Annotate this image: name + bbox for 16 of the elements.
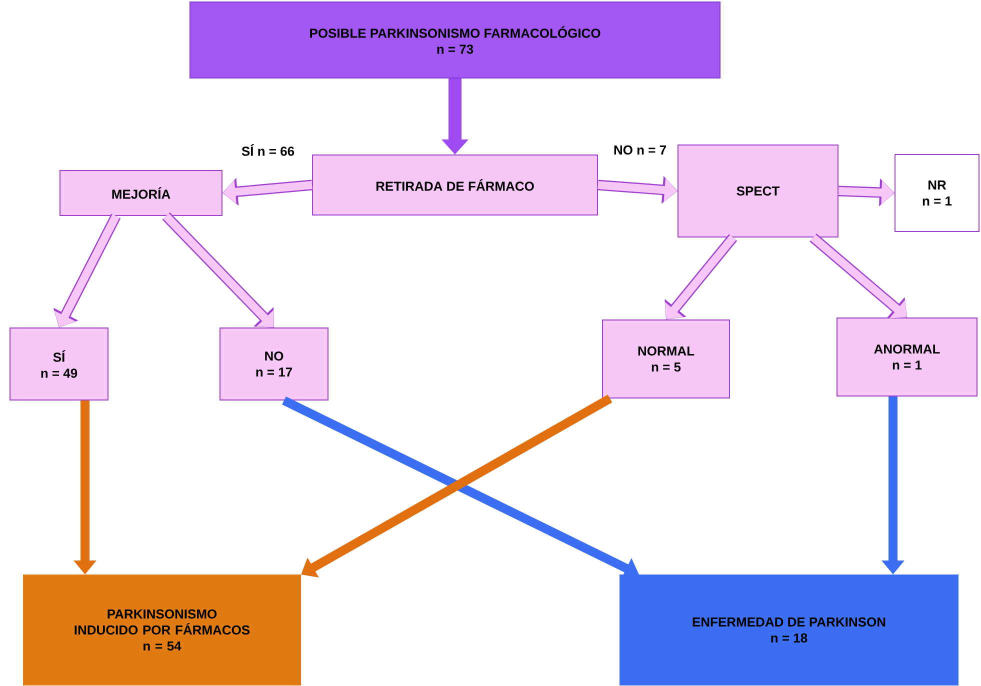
- process-box: POSIBLE PARKINSONISMO FARMACOLÓGICO n = 73: [190, 2, 720, 78]
- process-box: NO n = 17: [220, 328, 328, 400]
- arrow: [664, 234, 738, 320]
- arrow: [162, 212, 274, 328]
- process-box: MEJORÍA: [60, 170, 222, 216]
- process-box: SPECT: [678, 144, 838, 238]
- edge-label: NO n = 7: [612, 144, 668, 156]
- arrow: [810, 234, 907, 318]
- process-box: RETIRADA DE FÁRMACO: [312, 154, 598, 216]
- process-box: NR n = 1: [894, 154, 980, 232]
- process-box: ENFERMEDAD DE PARKINSON n = 18: [620, 574, 959, 686]
- process-box: ANORMAL n = 1: [836, 318, 978, 396]
- edge-label: SÍ n = 66: [240, 143, 296, 157]
- process-box: SÍ n = 49: [10, 328, 108, 400]
- process-box: NORMAL n = 5: [602, 320, 730, 398]
- process-box: PARKINSONISMO INDUCIDO POR FÁRMACOS n = 54: [23, 574, 301, 686]
